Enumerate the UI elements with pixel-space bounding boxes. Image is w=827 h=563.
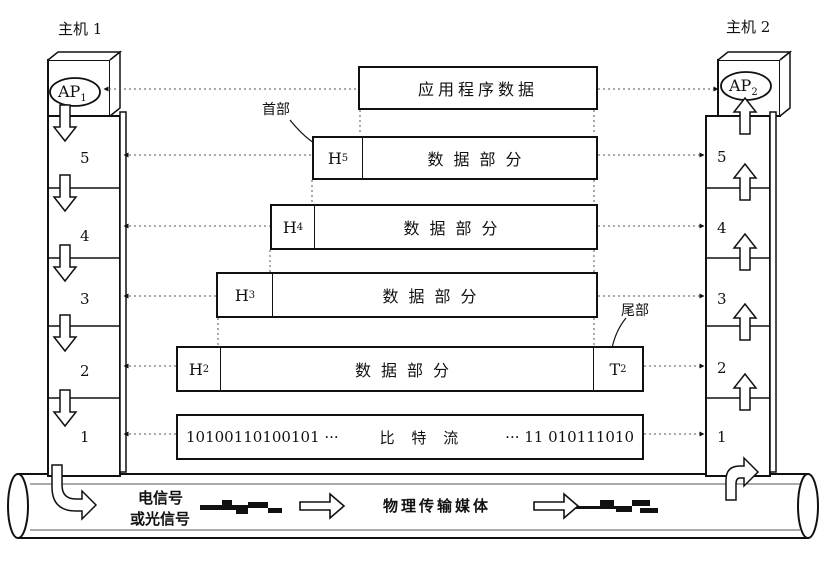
host2-layer-2: 2 xyxy=(717,359,727,377)
layer4-data: 数据部分 xyxy=(403,219,508,238)
bitstream-box: 10100110100101 ··· 比 特 流 ··· 11 01011101… xyxy=(176,414,644,460)
header-pointer xyxy=(289,119,315,144)
layer2-header-text: H xyxy=(188,359,203,379)
application-data-box: 应用程序数据 xyxy=(358,66,598,110)
layer3-data: 数据部分 xyxy=(382,287,487,306)
layer3-header-subscript: 3 xyxy=(248,289,256,301)
host2-layer-1: 1 xyxy=(717,428,727,446)
host1-layer-3: 3 xyxy=(80,290,90,308)
peer-lines xyxy=(103,86,719,437)
host2-stack xyxy=(705,50,793,501)
bitstream-right: ··· 11 010111010 xyxy=(505,428,634,446)
trailer-pointer xyxy=(611,317,627,349)
bitstream-left: 10100110100101 ··· xyxy=(186,428,339,446)
layer4-header-text: H xyxy=(282,217,297,237)
header-annotation: 首部 xyxy=(262,102,290,118)
host1-layer-5: 5 xyxy=(80,149,90,167)
layer2-header-subscript: 2 xyxy=(202,363,210,375)
host1-layer-1: 1 xyxy=(80,428,90,446)
medium-arrow-left xyxy=(299,492,346,520)
application-data-label: 应用程序数据 xyxy=(417,80,538,99)
host2-title: 主机 2 xyxy=(726,18,771,36)
signal-label-line1: 电信号 xyxy=(138,489,184,507)
host1-ap-label: AP1 xyxy=(58,84,87,104)
host2-layer-4: 4 xyxy=(717,219,727,237)
layer2-data: 数据部分 xyxy=(354,361,459,380)
trailer-annotation: 尾部 xyxy=(621,303,649,319)
layer5-header-text: H xyxy=(327,148,342,168)
host2-layer-5: 5 xyxy=(717,148,727,166)
host1-layer-2: 2 xyxy=(80,362,90,380)
ap2-subscript: 2 xyxy=(751,87,758,99)
medium-arrow-right xyxy=(533,492,580,520)
ap1-subscript: 1 xyxy=(80,93,87,105)
layer3-header-text: H xyxy=(234,285,249,305)
host1-layer-4: 4 xyxy=(80,227,90,245)
host1-stack xyxy=(47,50,127,521)
ap2-text: AP xyxy=(729,76,752,95)
host2-layer-3: 3 xyxy=(717,290,727,308)
layer5-data: 数据部分 xyxy=(427,150,532,169)
layer4-header-subscript: 4 xyxy=(296,221,304,233)
layer2-trailer-subscript: 2 xyxy=(620,363,627,375)
host1-title: 主机 1 xyxy=(58,20,103,38)
physical-medium-label: 物理传输媒体 xyxy=(383,497,492,515)
host2-ap-label: AP2 xyxy=(729,78,758,98)
signal-waveform-right xyxy=(576,500,658,513)
signal-waveform-left xyxy=(200,500,282,514)
bitstream-label: 比 特 流 xyxy=(379,428,465,447)
layer2-trailer-text: T xyxy=(609,359,621,379)
physical-medium-cylinder xyxy=(7,473,819,539)
layer5-header-subscript: 5 xyxy=(341,152,349,164)
signal-label-line2: 或光信号 xyxy=(130,510,191,528)
ap1-text: AP xyxy=(58,82,81,101)
